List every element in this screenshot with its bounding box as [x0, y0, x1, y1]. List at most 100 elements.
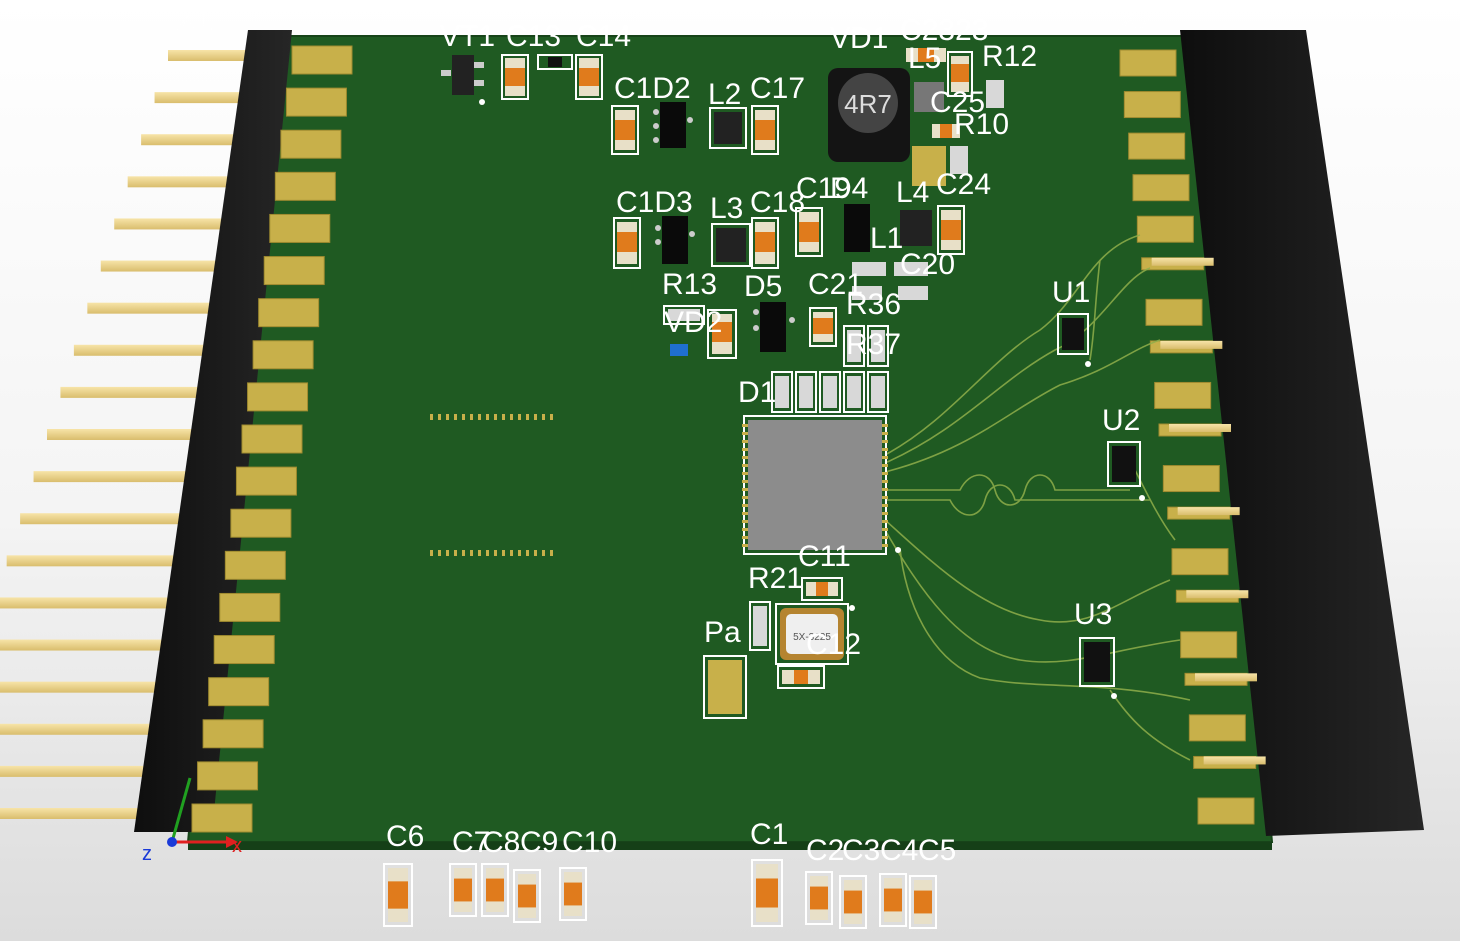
mcu-pin — [882, 528, 888, 531]
label-r36: R36 — [846, 288, 901, 321]
capacitor-outline — [481, 863, 509, 917]
label-c14: C14 — [576, 20, 631, 53]
edge-pad — [241, 424, 303, 454]
resistor-array-r36-r37[interactable] — [771, 325, 889, 413]
component-c19-block[interactable] — [795, 204, 965, 300]
mcu-pin — [446, 550, 449, 556]
mcu-pin — [742, 448, 748, 451]
mcu-pin — [742, 432, 748, 435]
inductor-l5[interactable]: 4R7 — [828, 68, 946, 186]
component-c14[interactable] — [537, 54, 603, 100]
header-pin — [0, 681, 157, 693]
axis-x-label: x — [232, 835, 242, 857]
edge-pad — [202, 719, 264, 749]
edge-pad — [1136, 215, 1194, 243]
header-pin — [1203, 756, 1266, 765]
edge-pad — [1119, 49, 1177, 77]
edge-pad — [1132, 174, 1190, 202]
label-c7: C7 — [452, 826, 490, 859]
resistor-body — [775, 376, 789, 408]
capacitor-outline — [909, 875, 937, 929]
capacitor-outline — [751, 859, 783, 927]
component-c13[interactable] — [501, 54, 529, 100]
capacitor-outline — [805, 871, 833, 925]
capacitor-band — [810, 886, 828, 910]
test-pad-pa[interactable] — [703, 655, 747, 719]
label-c4: C4 — [880, 834, 918, 867]
label-c3: C3 — [842, 834, 880, 867]
mcu-pin — [542, 414, 545, 420]
component-r13-block[interactable] — [663, 302, 837, 359]
ic-u3[interactable] — [1079, 637, 1117, 699]
header-pin — [87, 302, 213, 314]
header-pin — [1151, 257, 1214, 266]
label-l5: L5 — [908, 42, 941, 75]
edge-pad — [1154, 381, 1212, 409]
mcu-pin — [882, 440, 888, 443]
capacitor-band — [914, 890, 932, 914]
mcu-pin — [882, 480, 888, 483]
edge-pad — [1145, 298, 1203, 326]
mcu-pin — [454, 414, 457, 420]
label-c1d2: C1D2 — [614, 72, 691, 105]
edge-pad — [197, 761, 259, 791]
mcu-pin — [742, 480, 748, 483]
edge-pad — [235, 466, 297, 496]
component-r12-cluster[interactable] — [906, 48, 1004, 174]
mcu-pin — [502, 550, 505, 556]
component-c1d2-block[interactable] — [611, 102, 779, 155]
label-c8: C8 — [482, 826, 520, 859]
edge-pad — [213, 635, 275, 665]
capacitor-band — [486, 878, 504, 902]
connector-x1-label: X1 — [176, 4, 213, 37]
mcu-pin — [882, 512, 888, 515]
capacitor-band — [518, 884, 536, 908]
edge-pad — [230, 508, 292, 538]
edge-pad — [219, 592, 281, 622]
inductor-marking: 4R7 — [844, 89, 892, 119]
header-pin — [1169, 424, 1231, 432]
component-c1d3-block[interactable] — [613, 216, 779, 269]
label-d5: D5 — [744, 270, 782, 303]
mcu-pin — [882, 464, 888, 467]
axis-indicator: x z — [142, 777, 242, 865]
label-d4: D4 — [830, 172, 868, 205]
edge-pad — [208, 677, 270, 707]
label-c1d3: C1D3 — [616, 186, 693, 219]
ic-u1[interactable] — [1057, 313, 1091, 367]
label-c1: C1 — [750, 818, 788, 851]
left-header-connector[interactable] — [134, 30, 292, 832]
mcu-pin — [882, 456, 888, 459]
resistor — [843, 371, 865, 413]
right-header-connector[interactable] — [1180, 30, 1424, 836]
resistor-body — [871, 330, 885, 362]
resistor-body — [871, 376, 885, 408]
resistor-body — [823, 376, 837, 408]
left-pad-row — [191, 45, 353, 833]
component-vt1[interactable] — [441, 55, 485, 105]
ic-u2[interactable] — [1107, 441, 1145, 501]
mcu-qfn-chip[interactable] — [430, 414, 901, 556]
capacitor-outline — [879, 873, 907, 927]
mcu-pin — [486, 414, 489, 420]
mcu-pin — [742, 456, 748, 459]
label-l1: L1 — [870, 222, 903, 255]
crystal-oscillator[interactable]: 5X-3225 — [749, 577, 855, 689]
label-c2: C2 — [806, 834, 844, 867]
label-c24: C24 — [936, 168, 991, 201]
label-r13: R13 — [662, 268, 717, 301]
capacitor-outline — [383, 863, 413, 927]
edge-pad — [263, 256, 325, 286]
mcu-pin — [462, 414, 465, 420]
header-pin — [100, 260, 219, 272]
mcu-pin — [510, 550, 513, 556]
mcu-pin — [742, 528, 748, 531]
silkscreen-labels: X1 X2 VT1 C13 C14 VD1 C2323 R12 L5 C25 R… — [176, 4, 1155, 867]
edge-pad — [252, 340, 314, 370]
edge-pad — [1123, 91, 1181, 119]
label-r21: R21 — [748, 562, 803, 595]
label-c21: C21 — [808, 268, 863, 301]
header-pin — [0, 808, 138, 819]
label-c9: C9 — [520, 826, 558, 859]
